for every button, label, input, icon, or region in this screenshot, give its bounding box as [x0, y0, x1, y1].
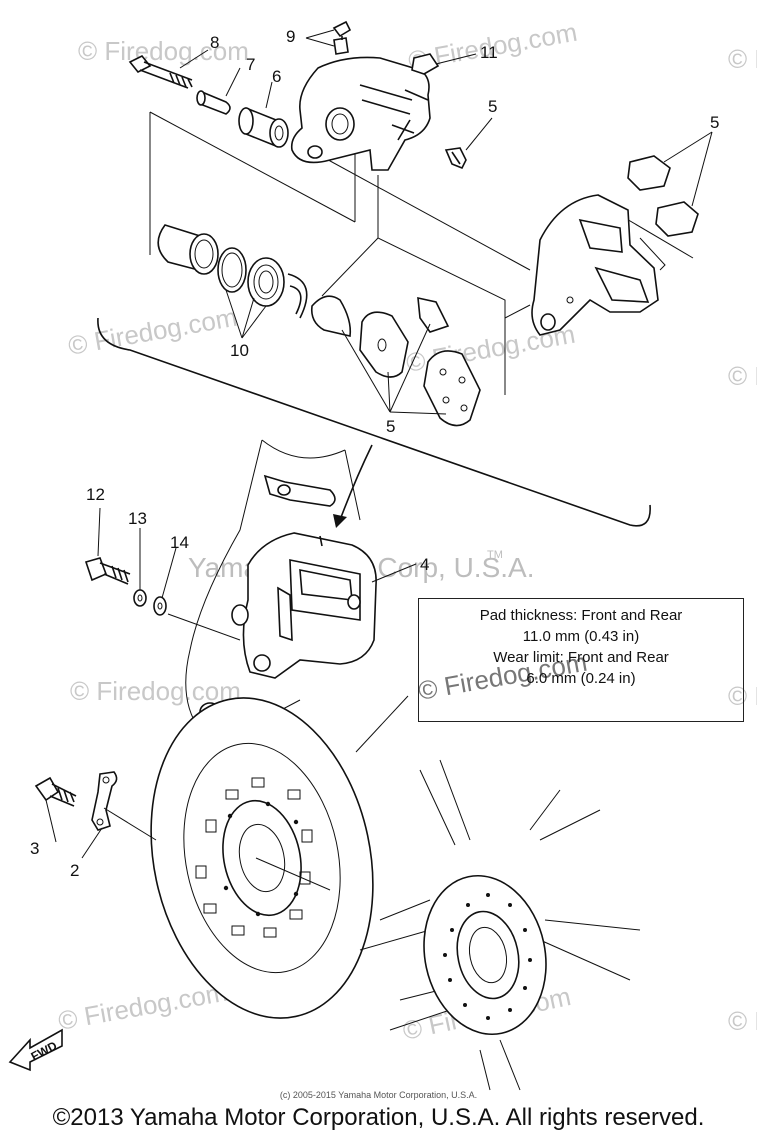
callout-1: 1 [400, 679, 409, 698]
part-washer-14 [153, 596, 167, 616]
part-caliper-body-exploded [290, 56, 431, 171]
part-washer-13 [133, 589, 147, 607]
callout-8: 8 [210, 33, 219, 52]
watermark-firedog: © Firedog.com [728, 681, 757, 711]
watermark-firedog: © Firedog.com [728, 1006, 757, 1036]
watermark-firedog: © Firedog.com [728, 44, 757, 74]
group-bracket [97, 317, 651, 527]
leader-lines [45, 29, 713, 891]
part-lock-washer-2 [91, 771, 118, 831]
watermark-firedog: © Firedog.com [728, 361, 757, 391]
watermark-firedog: © Firedog.com [66, 302, 240, 361]
part-bushing-6 [238, 107, 289, 148]
callouts: 8 7 6 9 11 5 5 10 5 12 13 14 4 3 2 1 [30, 27, 719, 880]
callout-9: 9 [286, 27, 295, 46]
part-cap-11 [411, 53, 440, 75]
callout-12: 12 [86, 485, 105, 504]
part-screw-5 [444, 147, 467, 170]
exploded-guide-lines [149, 111, 694, 395]
watermark-firedog: © Firedog.com [56, 977, 230, 1036]
part-sleeve-7 [196, 90, 231, 115]
callout-10: 10 [230, 341, 249, 360]
part-piston-seals-10 [157, 224, 308, 319]
small-copyright: (c) 2005-2015 Yamaha Motor Corporation, … [279, 1090, 478, 1100]
spec-line-3: Wear limit: Front and Rear [493, 649, 669, 666]
callout-2: 2 [70, 861, 79, 880]
callout-11: 11 [480, 43, 498, 62]
part-bleeder-9 [332, 20, 352, 55]
callout-3: 3 [30, 839, 39, 858]
spec-line-2: 11.0 mm (0.43 in) [522, 628, 640, 645]
copyright-notice: ©2013 Yamaha Motor Corporation, U.S.A. A… [52, 1104, 705, 1131]
watermark-tm: TM [487, 549, 503, 561]
callout-14: 14 [170, 533, 189, 552]
arrow-to-caliper [333, 444, 373, 528]
part-bracket-pads-right [531, 155, 699, 336]
spec-line-1: Pad thickness: Front and Rear [479, 607, 683, 624]
callout-5-pads: 5 [386, 417, 395, 436]
callout-5-screw: 5 [488, 97, 497, 116]
wheel-hub-outline [359, 759, 641, 1091]
watermark-firedog: © Firedog.com [70, 676, 241, 706]
callout-6: 6 [272, 67, 281, 86]
pad-thickness-spec-box: Pad thickness: Front and Rear 11.0 mm (0… [418, 598, 744, 722]
part-bolt-12 [84, 557, 131, 585]
part-caliper-assembled-4 [231, 532, 377, 679]
forward-arrow-icon: FWD [8, 1028, 63, 1072]
watermark-firedog: © Firedog.com [78, 36, 249, 66]
callout-7: 7 [246, 55, 255, 74]
part-bolt-3 [34, 776, 77, 807]
callout-4: 4 [420, 555, 429, 574]
bolt-axis-line [167, 613, 241, 641]
part-brake-disc-1 [150, 697, 374, 1019]
part-pads-shims-5 [310, 295, 481, 427]
callout-5-bracket: 5 [710, 113, 719, 132]
callout-13: 13 [128, 509, 147, 528]
spec-line-4: 6.0 mm (0.24 in) [526, 670, 636, 687]
part-bolt-8 [128, 54, 193, 89]
